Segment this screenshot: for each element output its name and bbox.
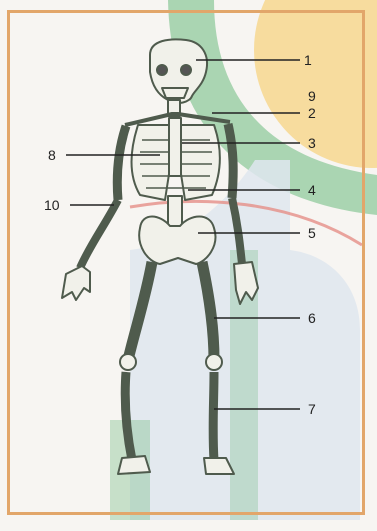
page-border bbox=[7, 10, 365, 515]
